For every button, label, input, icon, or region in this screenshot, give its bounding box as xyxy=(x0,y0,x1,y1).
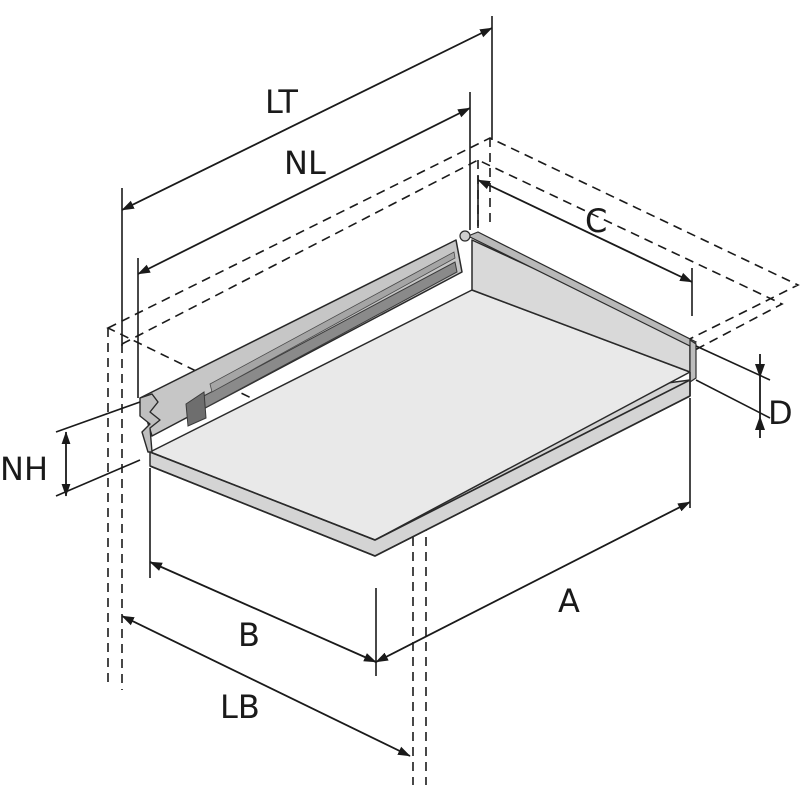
label-d: D xyxy=(768,394,793,432)
dimension-lb: LB xyxy=(121,615,411,757)
label-lt: LT xyxy=(265,83,298,121)
drawer-body xyxy=(139,230,698,557)
label-c: C xyxy=(585,202,607,240)
dimension-d: D xyxy=(695,345,793,438)
dimension-nh: NH xyxy=(0,401,141,497)
label-nh: NH xyxy=(0,450,48,488)
dimension-c: C xyxy=(477,176,693,316)
dimension-nl: NL xyxy=(137,92,471,398)
label-lb: LB xyxy=(220,688,260,726)
dimension-a: A xyxy=(375,398,691,663)
label-nl: NL xyxy=(284,144,326,182)
label-b: B xyxy=(238,616,260,654)
label-a: A xyxy=(558,582,580,620)
